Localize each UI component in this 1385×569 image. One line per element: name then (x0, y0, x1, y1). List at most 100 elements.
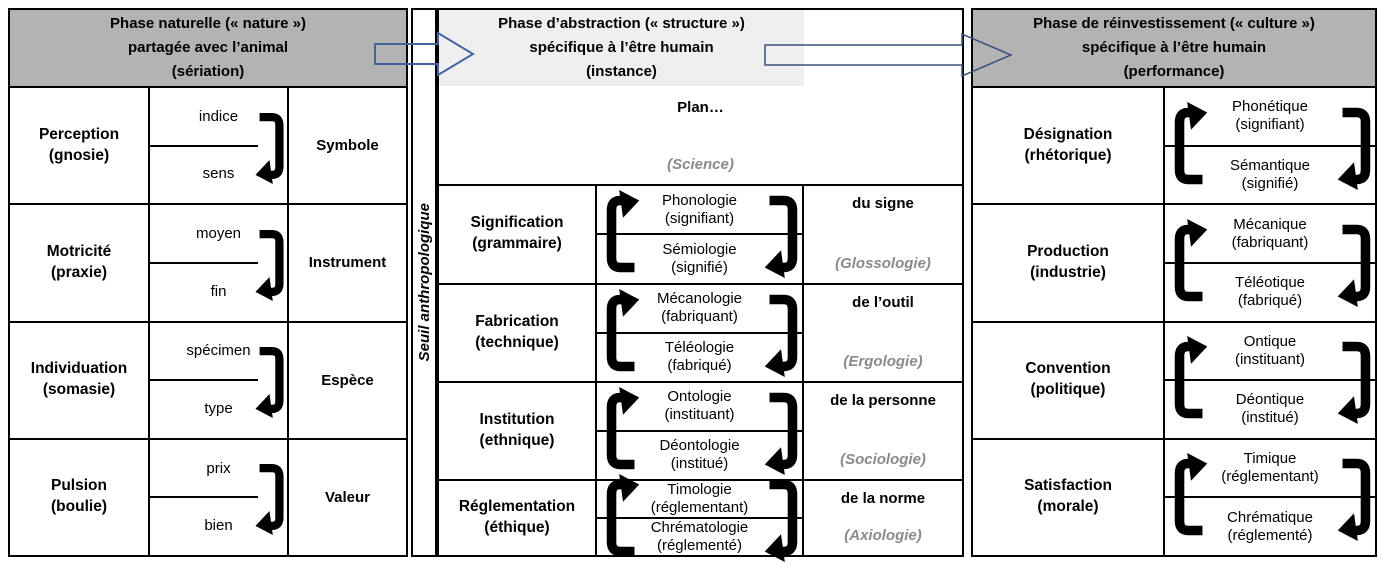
pair-upper: Phonologie (signifiant) (597, 186, 802, 236)
pair-lower: Téléotique (fabriqué) (1165, 264, 1375, 321)
pair-upper-label: Ontique (1243, 332, 1297, 350)
process-faculty: (morale) (1037, 498, 1099, 516)
process-name: Individuation (30, 360, 128, 378)
pair-lower-label: Déontique (1235, 391, 1305, 409)
process-name: Réglementation (458, 498, 576, 516)
pair-upper-label: moyen (195, 225, 242, 243)
cycle-down-arrow-icon (254, 225, 285, 301)
cycle-up-arrow-icon (606, 474, 640, 562)
pair-upper-label: spécimen (186, 342, 251, 360)
plan-science: (Glossologie) (835, 254, 931, 272)
culture-pair-cell: Ontique (instituant) Déontique (institué… (1165, 320, 1375, 438)
process-faculty: (grammaire) (472, 235, 562, 253)
pair-lower-sublabel: (fabriqué) (667, 357, 732, 375)
nature-product-cell: Symbole (289, 86, 406, 203)
pair-upper-label: Mécanologie (656, 290, 743, 308)
pair-divider (150, 261, 259, 264)
pair-upper: spécimen (150, 323, 287, 381)
cycle-down-arrow-icon (1337, 453, 1371, 541)
pair-upper-label: Phonologie (661, 191, 738, 209)
pair-upper: indice (150, 88, 287, 146)
pair-upper-sublabel: (instituant) (1234, 350, 1306, 368)
process-faculty: (technique) (475, 333, 559, 351)
pair-divider (150, 144, 259, 147)
pair-lower-label: Sémantique (1229, 156, 1311, 174)
structure-pair-cell: Phonologie (signifiant) Sémiologie (sign… (597, 184, 804, 283)
culture-pair-cell: Phonétique (signifiant) Sémantique (sign… (1165, 86, 1375, 203)
pair-upper-sublabel: (signifiant) (664, 209, 735, 227)
pair-upper-label: Timique (1243, 450, 1297, 468)
process-faculty: (boulie) (51, 498, 107, 516)
cycle-up-arrow-icon (1174, 453, 1208, 541)
pair-divider (150, 496, 259, 499)
nature-process-cell: Perception (gnosie) (10, 86, 150, 204)
plan-object: de la personne (830, 391, 936, 409)
culture-process-cell: Satisfaction (morale) (973, 437, 1165, 555)
culture-phase-header: Phase de réinvestissement (« culture ») … (973, 10, 1375, 86)
pair-lower-label: Chrématologie (650, 519, 749, 536)
pair-upper-label: Mécanique (1233, 215, 1307, 233)
nature-process-cell: Individuation (somasie) (10, 320, 150, 438)
header-line: spécifique à l’être humain (529, 39, 714, 57)
header-line: Phase de réinvestissement (« culture ») (1033, 15, 1315, 33)
nature-pair-cell: prix bien (150, 437, 289, 555)
process-name: Motricité (46, 242, 112, 260)
structure-pair-cell: Timologie (réglementant) Chrématologie (… (597, 479, 804, 555)
pair-lower-label: Téléotique (1234, 274, 1306, 292)
threshold-label: Seuil anthropologique (415, 203, 433, 362)
plan-science: (Sociologie) (840, 451, 926, 468)
pair-lower: Sémantique (signifié) (1165, 147, 1375, 204)
pair-upper: moyen (150, 205, 287, 263)
pair-lower-sublabel: (fabriqué) (1237, 292, 1303, 310)
pair-upper-sublabel: (signifiant) (1235, 116, 1305, 134)
pair-lower-sublabel: (signifié) (671, 258, 728, 276)
pair-lower: Sémiologie (signifié) (597, 235, 802, 282)
pair-lower: type (150, 380, 287, 438)
cycle-down-arrow-icon (254, 342, 285, 418)
culture-process-cell: Production (industrie) (973, 203, 1165, 321)
process-faculty: (politique) (1030, 381, 1106, 399)
nature-pair-cell: indice sens (150, 86, 289, 204)
process-faculty: (éthique) (484, 519, 550, 536)
pair-lower-label: Déontologie (659, 437, 740, 455)
structure-phase-table: Phase d’abstraction (« structure ») spéc… (437, 8, 964, 557)
pair-upper-label: indice (198, 107, 239, 125)
nature-phase-header: Phase naturelle (« nature ») partagée av… (10, 10, 406, 86)
nature-product-cell: Espèce (289, 320, 406, 438)
pair-lower: Chrématologie (réglementé) (597, 519, 802, 555)
pair-upper-label: prix (206, 459, 231, 477)
header-line: spécifique à l’être humain (1081, 39, 1267, 57)
pair-lower-sublabel: (réglementé) (656, 537, 743, 554)
cycle-down-arrow-icon (764, 474, 798, 562)
pair-upper-sublabel: (fabriquant) (1231, 233, 1309, 251)
plan-object: du signe (852, 195, 914, 213)
process-faculty: (ethnique) (479, 431, 555, 449)
cycle-up-arrow-icon (606, 289, 640, 377)
pair-lower: Chrématique (réglementé) (1165, 498, 1375, 555)
nature-phase-table: Phase naturelle (« nature ») partagée av… (8, 8, 408, 557)
process-faculty: (somasie) (42, 381, 116, 399)
process-name: Signification (470, 214, 564, 232)
plan-science-label: (Science) (667, 155, 734, 173)
cycle-down-arrow-icon (764, 387, 798, 475)
culture-process-cell: Désignation (rhétorique) (973, 86, 1165, 204)
plan-cell: de l’outil (Ergologie) (804, 282, 962, 381)
header-line: Phase naturelle (« nature ») (110, 15, 306, 33)
cycle-up-arrow-icon (606, 190, 640, 278)
nature-pair-cell: moyen fin (150, 203, 289, 321)
cycle-down-arrow-icon (254, 108, 285, 184)
pair-lower-sublabel: (réglementé) (1227, 526, 1313, 544)
process-faculty: (gnosie) (48, 146, 110, 164)
process-faculty: (praxie) (51, 263, 107, 281)
cycle-up-arrow-icon (1174, 102, 1208, 190)
pair-lower-label: fin (210, 282, 227, 300)
nature-pair-cell: spécimen type (150, 320, 289, 438)
product-label: Instrument (308, 254, 387, 272)
header-line: Phase d’abstraction (« structure ») (498, 15, 745, 33)
culture-pair-cell: Mécanique (fabriquant) Téléotique (fabri… (1165, 203, 1375, 320)
process-name: Désignation (1023, 125, 1113, 143)
pair-upper: Ontique (instituant) (1165, 323, 1375, 382)
cycle-up-arrow-icon (1174, 219, 1208, 307)
process-name: Satisfaction (1024, 477, 1112, 495)
flow-arrow-nature-to-structure-icon (374, 31, 475, 77)
